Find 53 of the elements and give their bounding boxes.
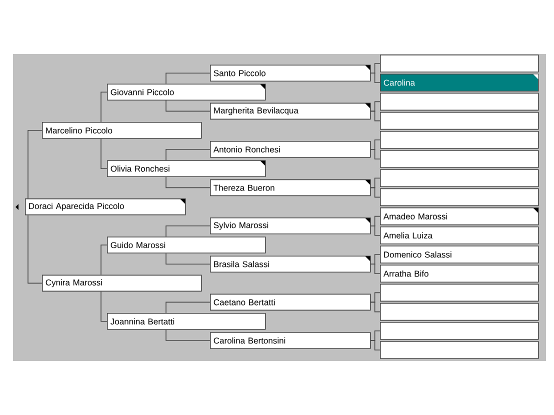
connector-line [370, 149, 380, 160]
connector-line [370, 340, 380, 350]
empty-name-box [380, 169, 539, 187]
empty-name-box [380, 341, 539, 359]
name-box: Amelia Luiza [380, 226, 539, 244]
empty-name-box [380, 188, 539, 206]
name-box: Olivia Ronchesi [107, 160, 266, 177]
connector-line [166, 329, 210, 341]
empty-name-box [380, 302, 539, 321]
name-box: Giovanni Piccolo [107, 84, 266, 100]
connector-line [166, 302, 210, 314]
empty-name-box [380, 112, 539, 130]
name-box: Caetano Bertatti [210, 294, 371, 311]
empty-name-box [380, 131, 539, 149]
connector-line [166, 226, 210, 237]
name-box: Brasila Salassi [210, 256, 371, 272]
name-box: Sylvio Marossi [210, 218, 371, 234]
name-box: Cynira Marossi [42, 274, 202, 292]
empty-name-box [380, 92, 539, 111]
connector-line [370, 302, 380, 312]
name-box: Guido Marossi [107, 236, 266, 254]
connector-line [166, 149, 210, 161]
name-box: Arratha Bifo [380, 264, 539, 282]
connector-line [100, 291, 108, 322]
name-box: Margherita Bevilacqua [210, 102, 371, 120]
connector-line [370, 110, 380, 122]
connector-line [100, 138, 108, 169]
empty-name-box [380, 150, 539, 168]
name-box: Marcelino Piccolo [42, 122, 202, 139]
name-box: Domenico Salassi [380, 246, 539, 264]
empty-name-box [380, 284, 539, 302]
connector-line [166, 253, 210, 264]
empty-name-box [380, 54, 539, 72]
connector-line [166, 72, 210, 84]
connector-line [370, 72, 380, 83]
empty-name-box [380, 322, 539, 340]
connector-line [28, 214, 42, 284]
connector-line [370, 226, 380, 236]
connector-line [166, 176, 210, 188]
connector-line [100, 244, 108, 276]
connector-line [370, 264, 380, 274]
name-box: Santo Piccolo [210, 64, 371, 82]
connector-line [100, 92, 108, 122]
name-box: Doraci Aparecida Piccolo [25, 198, 186, 216]
name-box: Carolina [380, 74, 539, 92]
name-box: Carolina Bertonsini [210, 332, 371, 349]
connector-line [370, 187, 380, 198]
name-box: Antonio Ronchesi [210, 141, 371, 158]
connector-line [166, 100, 210, 112]
connector-line [28, 130, 42, 199]
name-box: Joannina Bertatti [107, 313, 266, 330]
name-box: Thereza Bueron [210, 179, 371, 196]
name-box: Amadeo Marossi [380, 207, 539, 226]
